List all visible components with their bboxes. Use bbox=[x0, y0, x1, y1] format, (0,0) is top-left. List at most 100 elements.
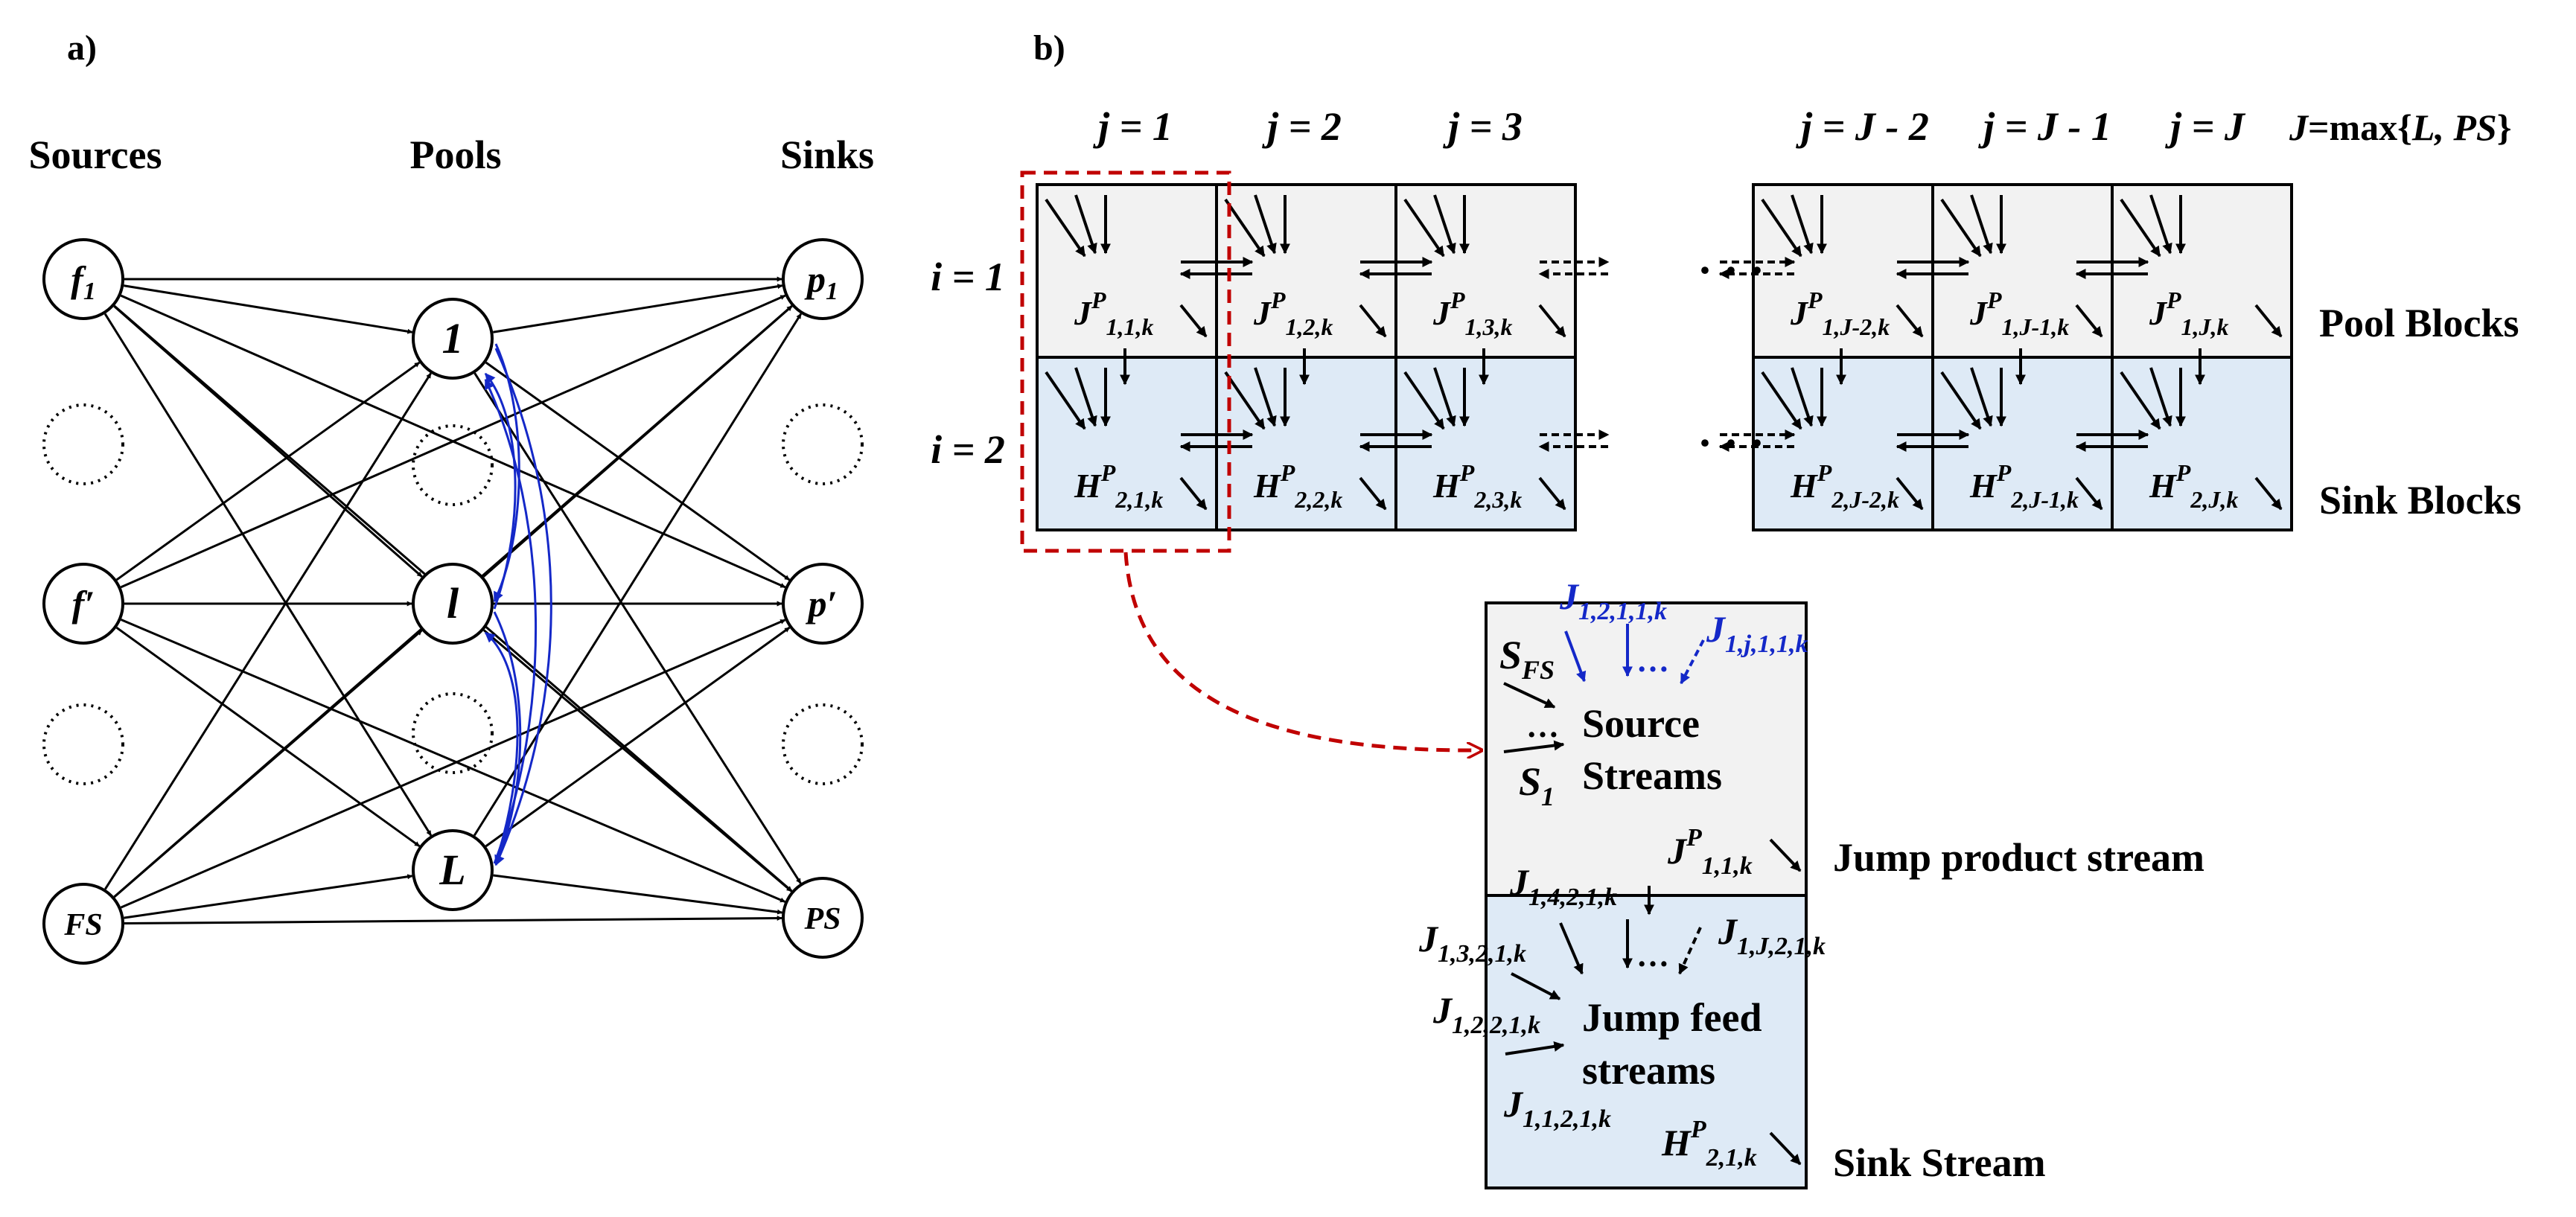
sinks-header: Sinks bbox=[780, 132, 874, 177]
svg-text:f1: f1 bbox=[71, 258, 96, 305]
pool-block-label: JP1,3,k bbox=[1432, 287, 1513, 340]
svg-text:L: L bbox=[439, 846, 465, 894]
pool-block-label: JP1,J,k bbox=[2149, 287, 2229, 340]
ellipsis-row-2: · · · bbox=[1697, 418, 1764, 467]
placeholder-source-node bbox=[42, 703, 124, 785]
sink-block-label: HP2,J-2,k bbox=[1790, 459, 1899, 513]
sink-block-label: HP2,J-1,k bbox=[1969, 459, 2079, 513]
pools-header: Pools bbox=[409, 132, 501, 177]
inbound-arrow bbox=[2120, 371, 2161, 430]
source-to-sink-edge bbox=[120, 619, 786, 909]
svg-text:f′: f′ bbox=[72, 583, 95, 625]
inbound-arrow bbox=[1791, 367, 1814, 427]
outbound-arrow bbox=[2075, 304, 2103, 338]
panel-a-label: a) bbox=[67, 28, 97, 68]
sink-stream-arrow bbox=[1769, 1131, 1802, 1166]
jump-feed-label-3: J1,3,2,1,k bbox=[1418, 918, 1526, 968]
pool-block-label: JP1,J-2,k bbox=[1790, 287, 1890, 340]
selected-column-highlight bbox=[1020, 170, 1231, 553]
col-header-J-1: j = J - 1 bbox=[1977, 104, 2111, 149]
inbound-arrow bbox=[2120, 198, 2161, 258]
source-arrow bbox=[1503, 740, 1565, 753]
row-label-2: i = 2 bbox=[931, 427, 1005, 472]
outbound-arrow bbox=[2254, 304, 2283, 338]
inbound-arrow bbox=[1940, 198, 1982, 258]
panel-b-label: b) bbox=[1033, 28, 1065, 68]
inbound-arrow bbox=[2149, 367, 2172, 427]
pool-to-pool-arc bbox=[494, 348, 552, 866]
inbound-arrow bbox=[1970, 367, 1993, 427]
inbound-arrow bbox=[1045, 371, 1086, 430]
pool-to-pool-arc bbox=[493, 611, 522, 866]
sink-node-pprime: p′ bbox=[782, 563, 864, 645]
block-grid: JP1,1,kHP2,1,kJP1,2,kHP2,2,kJP1,3,kHP2,3… bbox=[1036, 183, 2293, 531]
placeholder-pool-node bbox=[412, 424, 494, 506]
ellipsis-row-1: · · · bbox=[1697, 246, 1764, 295]
inbound-arrow bbox=[1224, 198, 1266, 258]
jump-feed-arrow-dashed bbox=[1678, 927, 1702, 975]
pool-to-sink-edge bbox=[482, 305, 793, 578]
jump-feed-label-J: J1,J,2,1,k bbox=[1718, 910, 1826, 960]
pool-block bbox=[2111, 183, 2293, 359]
zoom-arrow bbox=[1123, 552, 1482, 750]
source-to-pool-edge bbox=[103, 313, 433, 837]
col-header-2: j = 2 bbox=[1261, 104, 1342, 149]
col-header-J-2: j = J - 2 bbox=[1795, 104, 1929, 149]
pool-to-sink-edge bbox=[485, 626, 791, 848]
svg-text:PS: PS bbox=[803, 902, 841, 936]
outbound-arrow bbox=[1359, 304, 1387, 338]
jump-feed-label-4: J1,4,2,1,k bbox=[1509, 861, 1617, 911]
col-header-J: j = J bbox=[2164, 104, 2246, 149]
pool-node-1: 1 bbox=[412, 298, 494, 380]
source-node-f1: f1 bbox=[42, 238, 124, 320]
placeholder-sink-node bbox=[782, 703, 864, 785]
source-to-sink-edge bbox=[120, 294, 786, 589]
source-arrow bbox=[1503, 682, 1556, 709]
inbound-arrow bbox=[2149, 194, 2172, 255]
pool-blocks-label: Pool Blocks bbox=[2319, 301, 2519, 345]
inbound-arrow bbox=[1403, 371, 1445, 430]
detail-sink-section bbox=[1485, 894, 1808, 1189]
sink-node-p1: p1 bbox=[782, 238, 864, 320]
source-to-sink-edge bbox=[121, 619, 786, 903]
outbound-arrow bbox=[1896, 476, 1924, 511]
source-to-pool-edge bbox=[104, 372, 432, 890]
sfs-label: SFS bbox=[1499, 633, 1555, 685]
pool-block-label: JP1,2,k bbox=[1253, 287, 1333, 340]
jump-feed-dots: … bbox=[1636, 937, 1669, 974]
source-to-pool-edge bbox=[124, 284, 413, 334]
outbound-arrow bbox=[1179, 304, 1208, 338]
pool-to-sink-edge bbox=[482, 629, 793, 892]
inbound-arrow bbox=[1045, 198, 1086, 258]
sink-block-label: HP2,2,k bbox=[1253, 459, 1342, 513]
inbound-arrow bbox=[1970, 194, 1993, 255]
jump-feed-arrow bbox=[1505, 1041, 1565, 1055]
source-to-sink-edge bbox=[124, 915, 782, 925]
pool-node-L: L bbox=[412, 829, 494, 911]
pool-to-sink-edge bbox=[485, 361, 791, 581]
inbound-arrow bbox=[1761, 371, 1802, 430]
inbound-arrow bbox=[1940, 371, 1982, 430]
jump-product-label: Jump product stream bbox=[1833, 835, 2204, 880]
pool-block-label: JP1,1,k bbox=[1074, 287, 1154, 340]
source-streams-line-2: Streams bbox=[1582, 753, 1722, 798]
pool-to-sink-edge bbox=[493, 874, 783, 915]
sink-node-ps: PS bbox=[782, 877, 864, 959]
inbound-arrow bbox=[1403, 198, 1445, 258]
pool-block-label: JP1,J-1,k bbox=[1969, 287, 2069, 340]
outbound-arrow bbox=[1359, 476, 1387, 511]
svg-text:1: 1 bbox=[442, 314, 464, 362]
jump-product-arrow bbox=[1769, 838, 1802, 872]
source-to-pool-edge bbox=[115, 626, 421, 848]
source-node-fs: FS bbox=[42, 883, 124, 965]
pool-to-sink-edge bbox=[474, 372, 802, 884]
source-dots: … bbox=[1526, 708, 1559, 744]
source-to-pool-edge bbox=[124, 874, 413, 919]
detail-block: J1,2,1,1,k J1,j,1,1,k … SFS … S1 Source … bbox=[1418, 575, 2204, 1189]
svg-text:l: l bbox=[447, 579, 459, 627]
svg-text:p′: p′ bbox=[805, 583, 837, 625]
inbound-arrow bbox=[1074, 367, 1097, 427]
jump-in-label-2: J1,2,1,1,k bbox=[1559, 575, 1667, 625]
